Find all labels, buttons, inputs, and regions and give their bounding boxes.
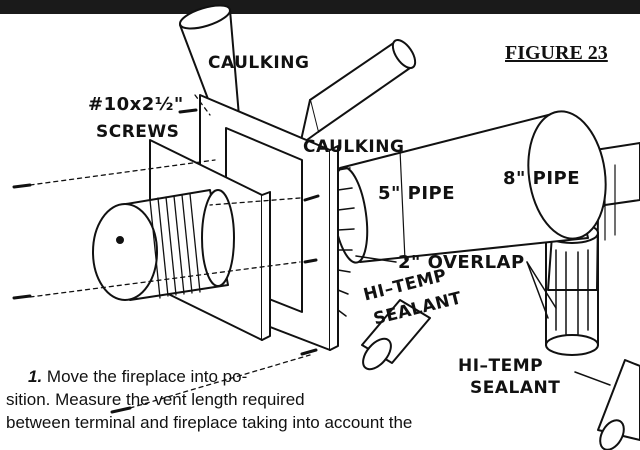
instruction-text: 1. Move the fireplace into po- sition. M… <box>6 365 636 434</box>
vent-terminal-cap <box>92 189 235 301</box>
screw-spec-label: #10x2½" <box>88 94 184 115</box>
caulking-top-label: CAULKING <box>208 53 310 73</box>
instruction-line-1-text: Move the fireplace into po- <box>46 367 248 386</box>
sealant-tube-left <box>361 299 431 371</box>
caulking-mid-label: CAULKING <box>303 137 405 157</box>
hitemp-right-label-line1: HI–TEMP <box>458 356 544 376</box>
instruction-line-2: sition. Measure the vent length required <box>6 390 305 409</box>
five-inch-pipe <box>331 110 607 264</box>
overlap-label: 2" OVERLAP <box>398 252 525 273</box>
step-number: 1. <box>28 367 43 386</box>
sealant-tube-right <box>597 359 640 450</box>
figure-title: FIGURE 23 <box>505 42 608 64</box>
leader-lines <box>355 255 611 386</box>
five-inch-pipe-label: 5" PIPE <box>378 183 456 204</box>
hitemp-right-label-line2: SEALANT <box>470 378 561 398</box>
caulking-tube-mid <box>299 39 417 146</box>
instruction-line-1: 1. Move the fireplace into po- <box>6 365 636 388</box>
screws-label: SCREWS <box>96 122 180 142</box>
screw-icons <box>12 108 320 414</box>
eight-inch-pipe-label: 8" PIPE <box>503 168 581 189</box>
screw-guide-lines <box>29 94 311 409</box>
instruction-line-3: between terminal and fireplace taking in… <box>6 413 413 432</box>
top-header-bar <box>0 0 640 14</box>
